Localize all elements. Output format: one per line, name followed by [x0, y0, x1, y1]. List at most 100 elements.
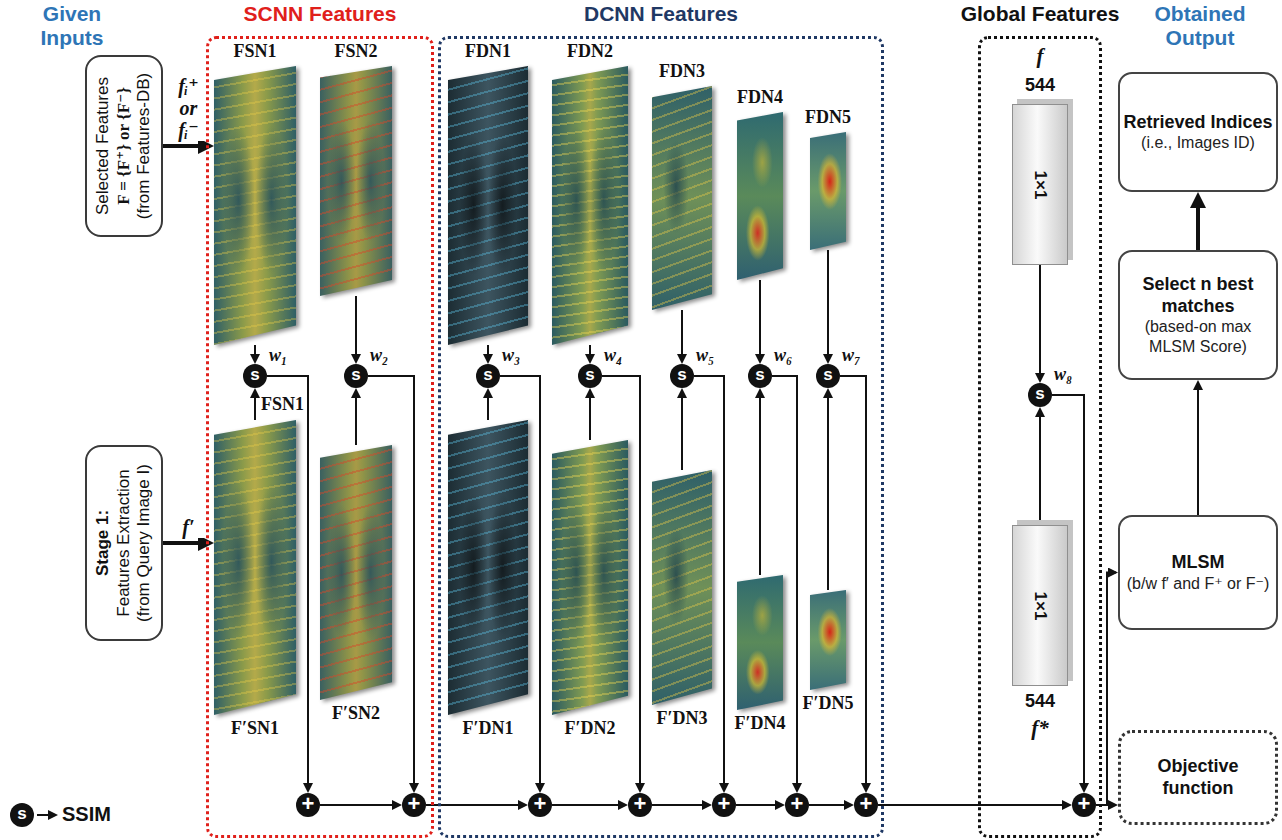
feature-map-image	[552, 66, 628, 345]
feature-map-image	[214, 66, 296, 345]
connector-arrow	[320, 804, 400, 806]
input-text: Selected Features	[93, 77, 113, 215]
label-holder: Obtained Output	[1140, 2, 1260, 50]
vector-name: f	[1020, 44, 1060, 69]
connector-arrow	[487, 345, 489, 362]
connector-arrow	[1096, 804, 1116, 806]
feature-map-image	[552, 440, 628, 715]
label-holder: F′DN2	[564, 718, 615, 739]
feature-map-label: F′DN1	[462, 718, 513, 739]
vector-text: 1×1	[1030, 170, 1050, 199]
connector-arrow	[254, 345, 256, 362]
feature-map: FSN1	[214, 66, 296, 345]
feature-map-label: F′DN2	[564, 718, 615, 739]
feature-map: F′DN3	[652, 470, 712, 705]
feature-map-frame	[552, 66, 628, 345]
feature-map-label: FDN4	[737, 87, 783, 108]
box-text: (based-on max MLSM Score)	[1123, 317, 1273, 355]
label-holder: FDN5	[805, 107, 851, 128]
sum-symbol: +	[1078, 793, 1091, 815]
connector-arrow	[552, 804, 626, 806]
feature-map-image	[737, 112, 783, 280]
feature-map-image	[810, 590, 846, 690]
sum-symbol: +	[718, 793, 731, 815]
feature-map: F′DN5	[810, 590, 846, 690]
vector-text: 1×1	[1030, 591, 1050, 620]
process-box: Retrieved Indices(i.e., Images ID)	[1118, 72, 1278, 192]
connector-arrow	[589, 345, 591, 362]
connector-arrow	[681, 390, 683, 470]
feature-map-label: FSN2	[334, 41, 377, 62]
feature-map: F′DN2	[552, 440, 628, 715]
weight-label: w₁	[269, 345, 287, 366]
input-text: (from Features-DB)	[134, 73, 154, 219]
label-holder: f	[1020, 44, 1060, 69]
connector-arrow	[827, 390, 829, 590]
feature-map-image	[652, 86, 712, 310]
feature-map-frame	[652, 86, 712, 310]
ssim-node: s	[476, 364, 500, 388]
label-holder: FSN1	[233, 41, 276, 62]
connector-arrow	[163, 144, 210, 148]
feature-map-frame	[810, 590, 846, 690]
box-text: (b/w f′ and F⁺ or F⁻)	[1127, 574, 1270, 593]
feature-vector-bar: 5441×1	[1012, 104, 1068, 265]
box-text: Objective function	[1124, 756, 1272, 799]
ssim-symbol: s	[755, 366, 764, 383]
connector-arrow	[355, 296, 357, 362]
label-holder: s	[10, 803, 34, 827]
feature-map-label: F′DN3	[656, 708, 707, 729]
feature-group-region: SCNN FeaturesFSN1FSN2F′SN1F′SN2ss++	[206, 36, 434, 838]
ssim-symbol: s	[483, 366, 492, 383]
ssim-node: s	[670, 364, 694, 388]
legend-entry: SSIM	[62, 802, 111, 826]
process-box: Select n best matches(based-on max MLSM …	[1118, 250, 1278, 380]
heading-holder: Global Features	[941, 2, 1139, 26]
connector-arrow	[840, 376, 866, 791]
input-box: Selected FeaturesF = {F⁺} or {F⁻}(from F…	[85, 55, 163, 237]
ssim-node: s	[816, 364, 840, 388]
label-holder: w₈	[1054, 364, 1072, 385]
feature-map-frame	[214, 420, 296, 715]
weight-label: w₃	[502, 345, 520, 366]
sum-symbol: +	[860, 793, 873, 815]
column-heading: Given Inputs	[24, 2, 120, 50]
label-holder: FDN1	[465, 41, 511, 62]
feature-map-label: FDN5	[805, 107, 851, 128]
feature-vector-bar: 1×1544	[1012, 525, 1068, 686]
label-holder: F′DN5	[802, 693, 853, 714]
weight-label: w₂	[370, 345, 388, 366]
sum-node: +	[712, 793, 736, 817]
ssim-node: s	[243, 364, 267, 388]
vector-text: 544	[1025, 691, 1055, 712]
feature-map-frame	[810, 132, 846, 250]
feature-map-image	[214, 420, 296, 715]
input-box: Stage 1:Features Extraction(from Query I…	[85, 445, 163, 641]
edge-label: FSN1	[261, 394, 304, 415]
label-holder: 544	[1025, 75, 1055, 96]
feature-map-label: FDN3	[659, 61, 705, 82]
rotated-text-block: Stage 1:Features Extraction(from Query I…	[87, 447, 161, 639]
feature-map-label: F′DN4	[734, 713, 785, 734]
feature-map: FDN4	[737, 112, 783, 280]
feature-map: F′DN1	[448, 420, 528, 715]
connector-arrow	[759, 280, 761, 362]
connector-arrow	[681, 310, 683, 362]
label-holder: FDN2	[567, 41, 613, 62]
feature-map: FDN1	[448, 66, 528, 345]
edge-label: fᵢ⁺ or fᵢ⁻	[174, 75, 204, 141]
ssim-symbol: s	[823, 366, 832, 383]
vector-name: f*	[1020, 716, 1060, 741]
label-holder: F′DN3	[656, 708, 707, 729]
sum-symbol: +	[408, 793, 421, 815]
column-heading: Obtained Output	[1140, 2, 1260, 50]
feature-map-frame	[552, 440, 628, 715]
feature-map-label: FSN1	[233, 41, 276, 62]
feature-map-frame	[652, 470, 712, 705]
rotated-text-block: Selected FeaturesF = {F⁺} or {F⁻}(from F…	[87, 57, 161, 235]
sum-symbol: +	[534, 793, 547, 815]
feature-map-frame	[737, 112, 783, 280]
feature-map-frame	[214, 66, 296, 345]
feature-map-label: F′DN5	[802, 693, 853, 714]
